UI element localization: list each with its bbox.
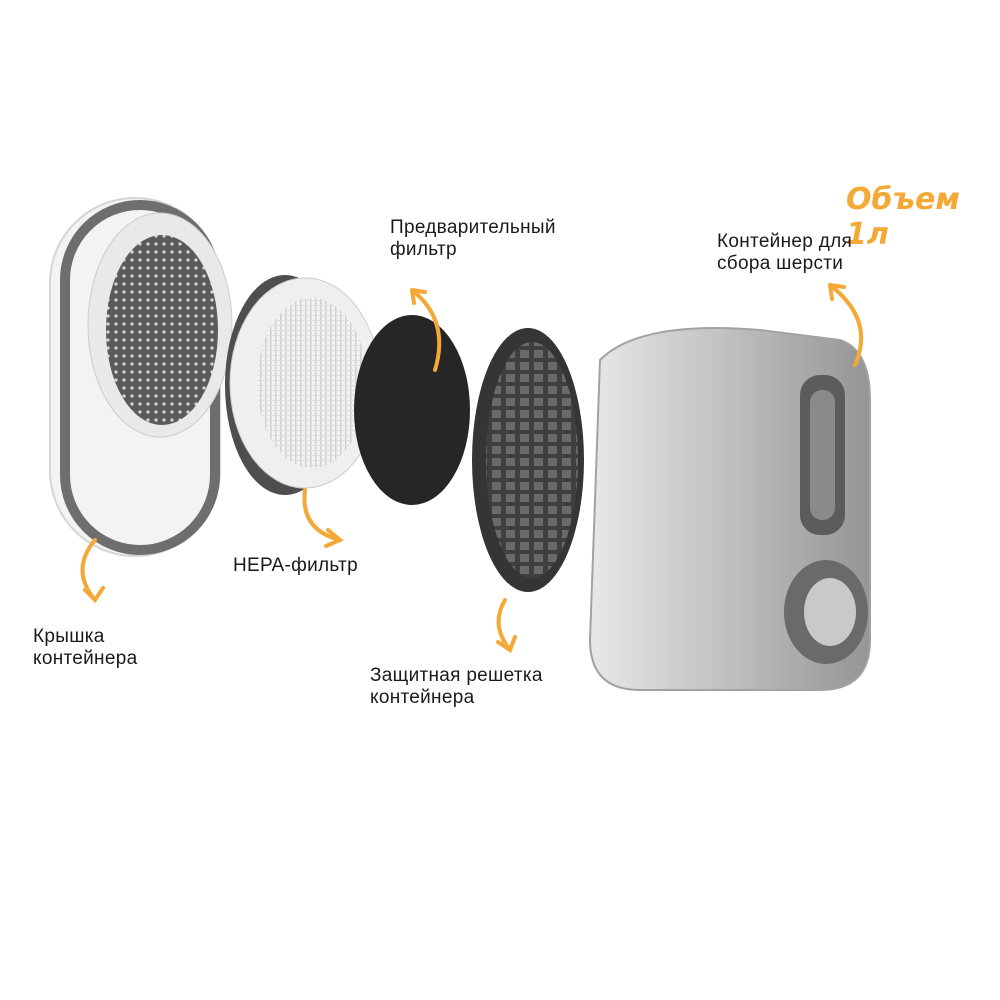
label-line: фильтр (390, 239, 457, 260)
volume-label: Объем 1л (846, 182, 960, 252)
dust-container (588, 327, 871, 691)
label-line: Крышка (33, 626, 105, 647)
callout-arrows (80, 283, 864, 654)
arrow-container (828, 283, 864, 367)
foam-pre-filter (354, 315, 470, 505)
label-lid: Крышка контейнера (33, 626, 137, 670)
arrow-grille (496, 598, 517, 654)
label-container: Контейнер для сбора шерсти (717, 231, 852, 275)
label-line: Контейнер для (717, 231, 853, 252)
label-line: Защитная решетка (370, 665, 543, 686)
label-line: HEPA-фильтр (233, 555, 358, 576)
protective-grille (472, 328, 584, 592)
label-pre-filter: Предварительный фильтр (390, 217, 556, 261)
arrow-hepa (302, 488, 344, 548)
arrow-lid (80, 538, 105, 604)
label-line: контейнера (370, 687, 475, 708)
label-hepa: HEPA-фильтр (233, 555, 358, 577)
label-grille: Защитная решетка контейнера (370, 665, 543, 709)
hepa-filter (225, 275, 381, 495)
arrow-prefilter (410, 288, 442, 372)
label-line: Предварительный (390, 217, 556, 238)
label-line: сбора шерсти (717, 253, 844, 274)
label-line: контейнера (33, 648, 138, 669)
container-lid (49, 197, 233, 557)
